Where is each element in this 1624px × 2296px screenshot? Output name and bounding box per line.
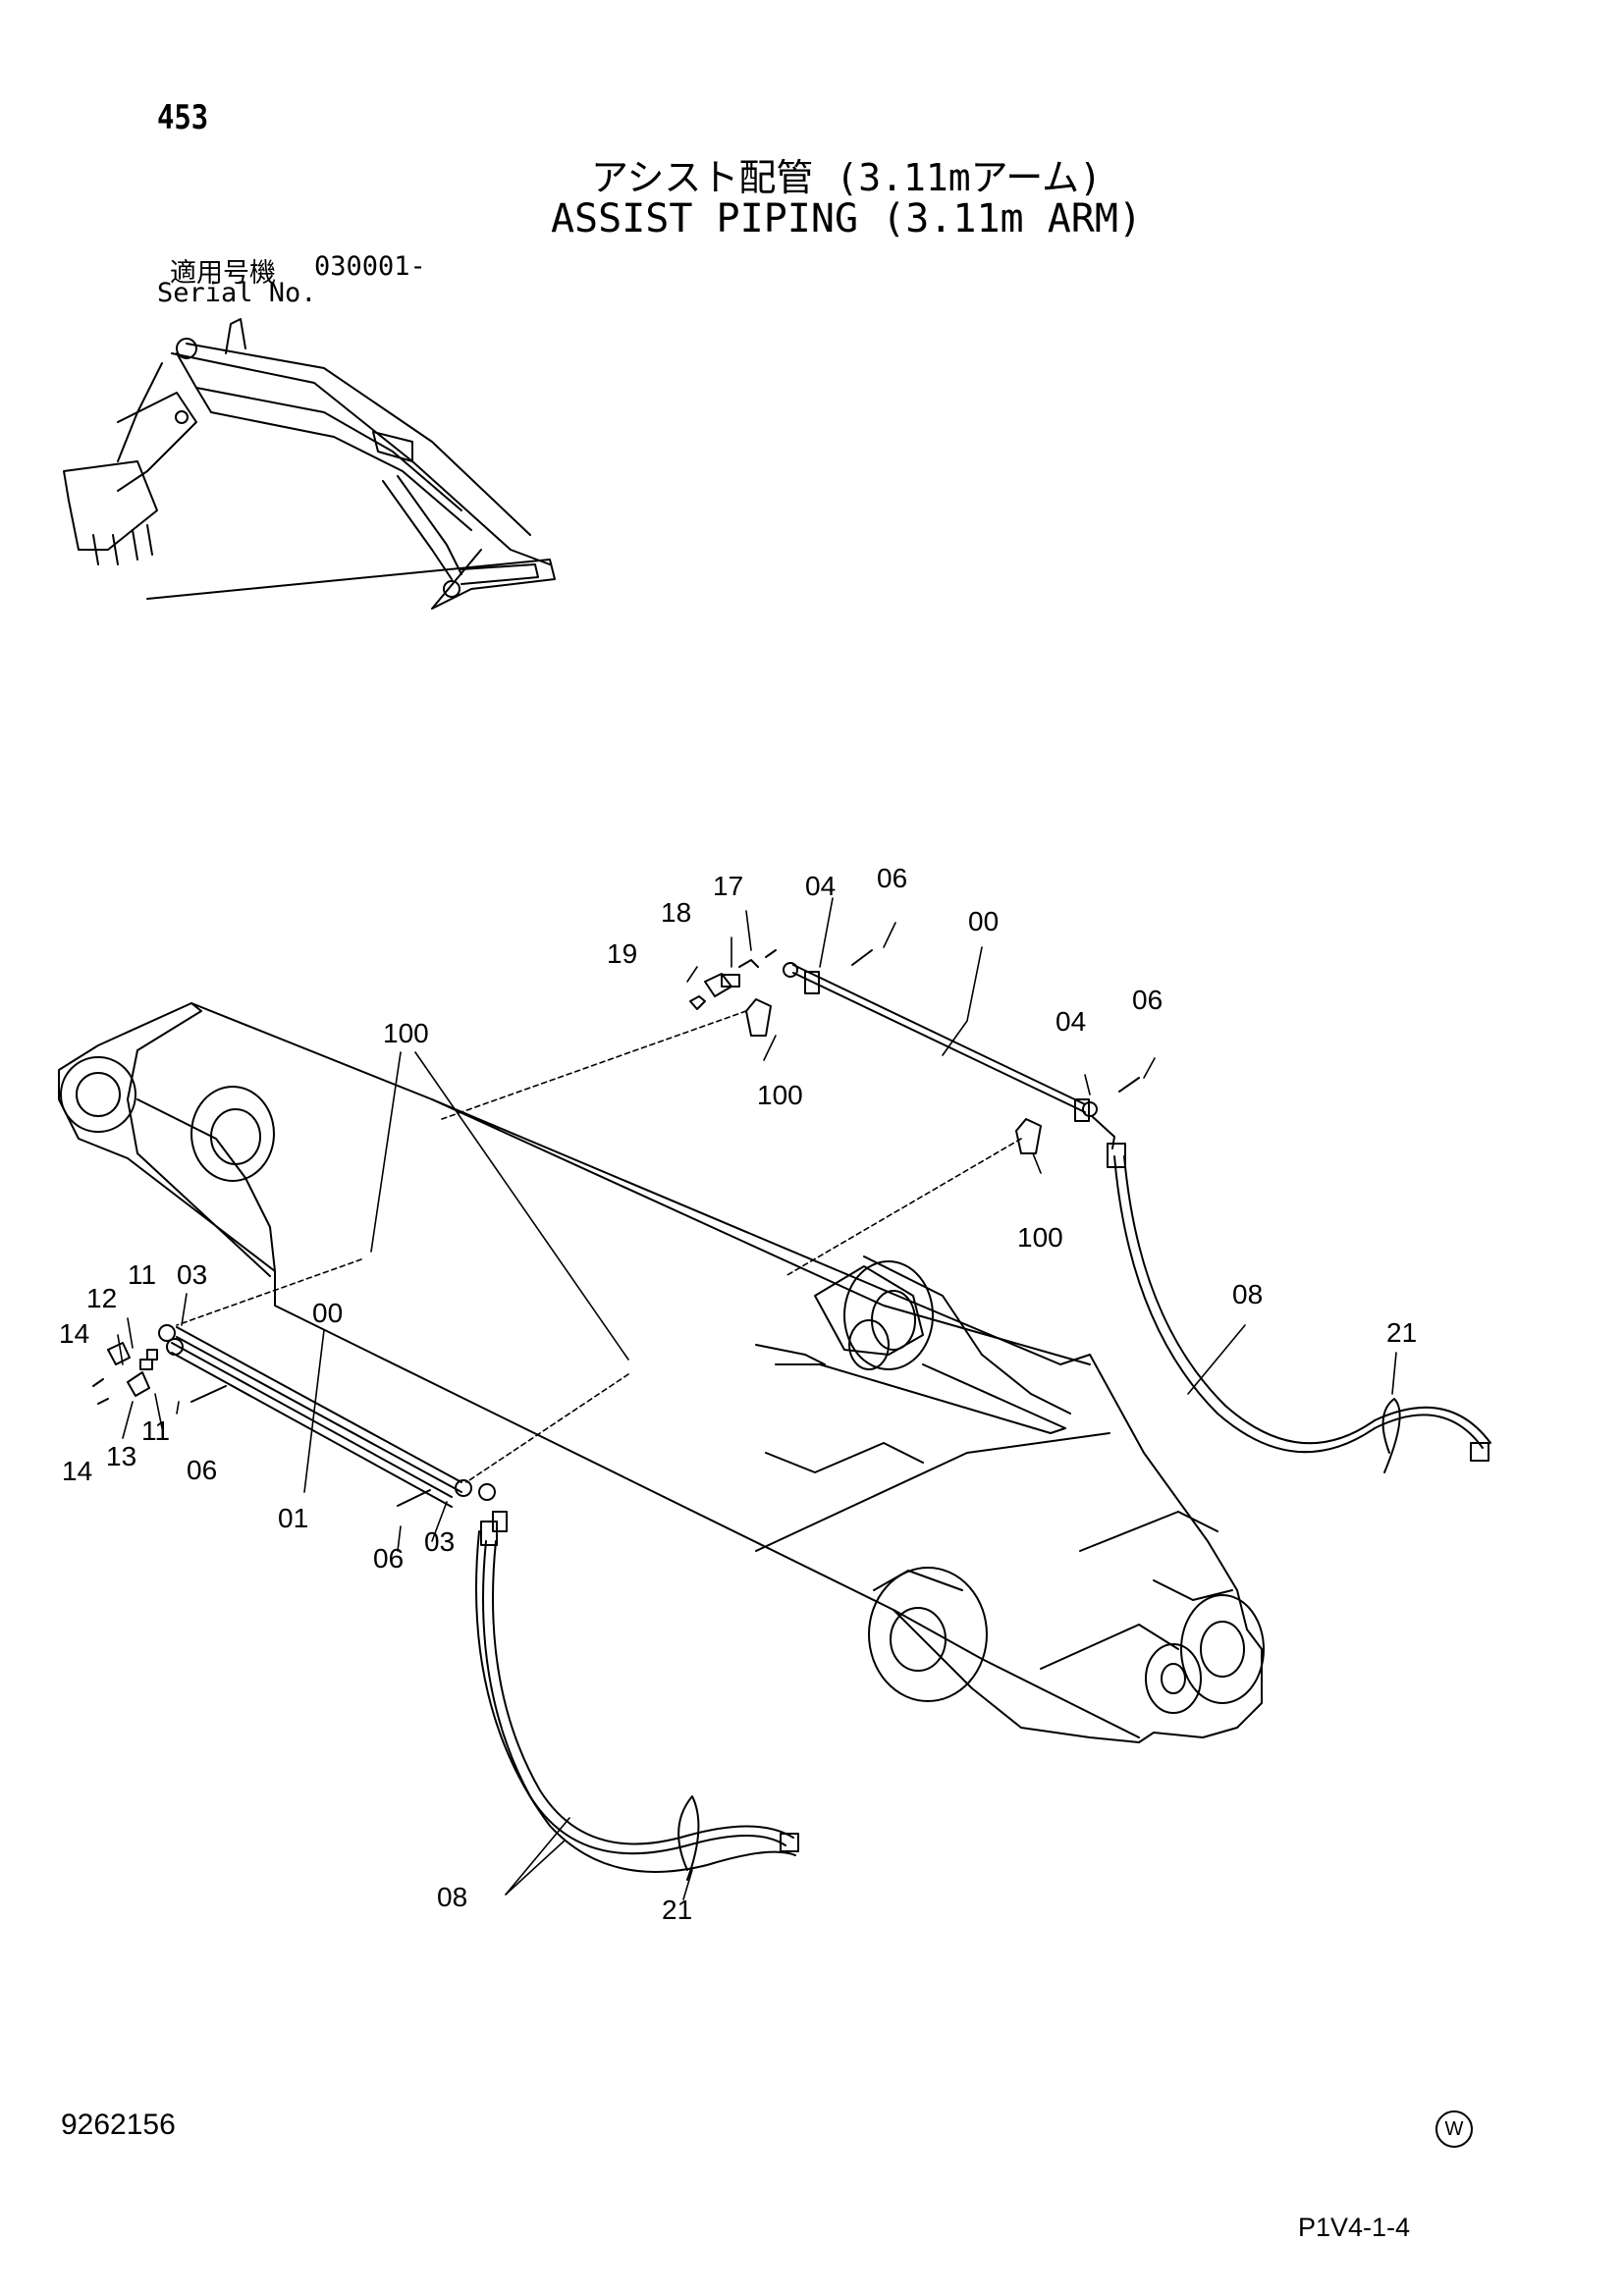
callout-06-right: 06 [1132, 985, 1163, 1015]
callout-06-left: 06 [187, 1455, 217, 1485]
callout-11-bottom: 11 [141, 1415, 170, 1446]
callout-100-center: 100 [757, 1080, 803, 1110]
excavator-thumbnail [63, 318, 556, 610]
callout-13: 13 [106, 1441, 136, 1471]
lower-pipe-assembly [92, 1324, 799, 1881]
callout-00-upper: 00 [968, 906, 999, 936]
callout-21-lower: 21 [662, 1895, 692, 1925]
callout-18: 18 [661, 897, 691, 928]
arm-body [58, 1002, 1265, 1743]
callout-14-top: 14 [59, 1318, 89, 1349]
serial-label-japanese: 適用号機 [170, 258, 276, 289]
callout-19: 19 [607, 938, 637, 969]
callout-14-bottom: 14 [62, 1456, 92, 1486]
serial-number-value: 030001- [314, 251, 426, 282]
callout-06-lower: 06 [373, 1543, 404, 1574]
callout-04-left: 04 [805, 871, 836, 901]
callout-03-right: 03 [424, 1526, 455, 1557]
title-english: ASSIST PIPING (3.11m ARM) [550, 196, 1143, 241]
document-number: 9262156 [61, 2109, 176, 2141]
page-number: 453 [157, 98, 209, 137]
upper-pipe-assembly [689, 949, 1491, 1473]
callout-06-top: 06 [877, 863, 907, 893]
callout-labels: 00 00 01 03 03 04 04 06 06 06 06 08 08 1… [59, 863, 1417, 1925]
callout-12: 12 [86, 1283, 117, 1313]
page-code: P1V4-1-4 [1298, 2213, 1411, 2242]
callout-08-right: 08 [1232, 1279, 1263, 1309]
callout-00-lower: 00 [312, 1298, 343, 1328]
title-japanese: アシスト配管 (3.11mアーム) [590, 156, 1103, 199]
serial-label-english: Serial No. [157, 278, 317, 308]
callout-21-right: 21 [1386, 1317, 1417, 1348]
callout-17: 17 [713, 871, 743, 901]
callout-100-right: 100 [1017, 1222, 1063, 1253]
callout-08-lower: 08 [437, 1882, 467, 1912]
leader-lines [117, 897, 1397, 1900]
callout-01: 01 [278, 1503, 308, 1533]
callout-03-left: 03 [177, 1259, 207, 1290]
callout-100-left: 100 [383, 1018, 429, 1048]
callout-04-right: 04 [1056, 1006, 1086, 1037]
callout-11-top: 11 [128, 1259, 156, 1290]
circled-mark: W [1435, 2110, 1473, 2148]
